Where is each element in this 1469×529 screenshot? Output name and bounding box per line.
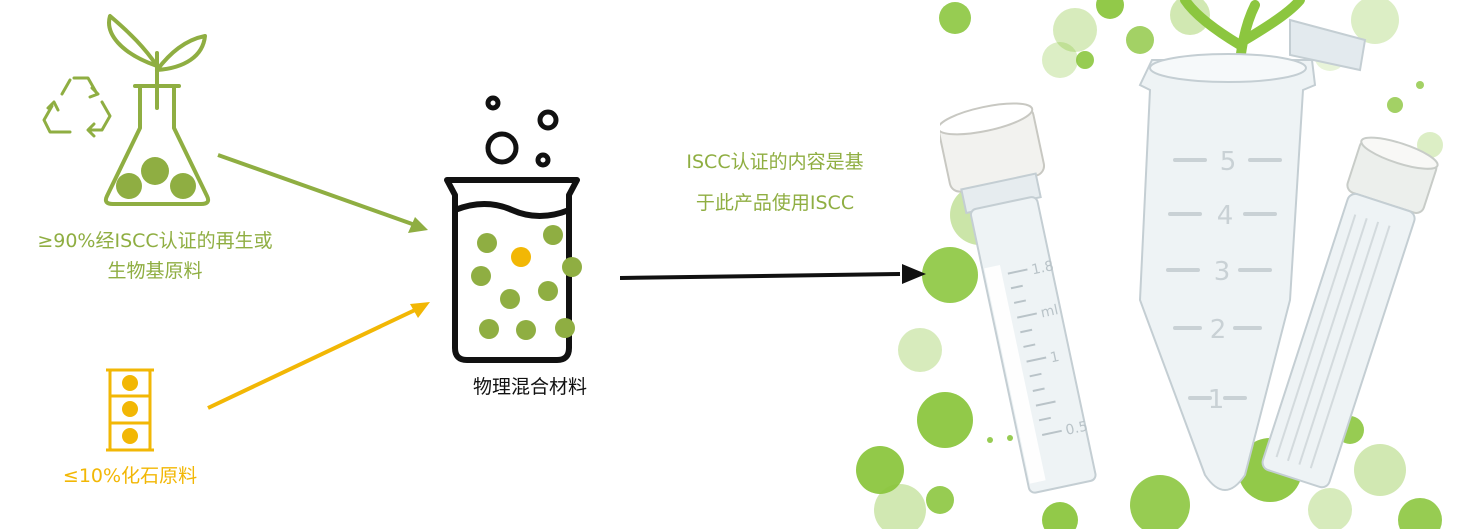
iscc-content-label-line2: 于此产品使用ISCC [695,192,855,214]
conical-mark-2: 2 [1210,315,1227,345]
tubes-illustration: 5 4 3 2 1 1.8 ml 1 0.5 [940,0,1439,494]
conical-mark-5: 5 [1220,147,1237,177]
conical-mark-3: 3 [1214,257,1231,287]
iscc-content-label: ISCC认证的内容是基 于此产品使用ISCC [640,142,910,224]
recycle-icon [42,76,112,138]
bio-material-label-line2: 生物基原料 [107,260,203,282]
iscc-content-label-line1: ISCC认证的内容是基 [686,151,864,173]
oil-barrel-icon [106,368,154,452]
bio-material-label-line1: ≥90%经ISCC认证的再生或 [37,230,273,252]
small-tube-mark-0-5: 0.5 [1064,419,1089,439]
plant-flask-icon [103,14,211,206]
beaker-icon [444,95,582,363]
fossil-arrow [207,302,430,410]
mixed-material-label: 物理混合材料 [472,376,587,398]
small-tube-mark-1: 1 [1049,349,1061,367]
output-arrow [620,264,926,284]
bio-material-label: ≥90%经ISCC认证的再生或 生物基原料 [0,226,310,286]
bio-arrow [217,153,428,233]
conical-mark-4: 4 [1217,201,1234,231]
conical-mark-1: 1 [1208,385,1225,415]
fossil-material-label: ≤10%化石原料 [62,465,198,487]
small-tube-mark-ml: ml [1039,302,1059,321]
small-tube-mark-1-8: 1.8 [1030,258,1055,278]
